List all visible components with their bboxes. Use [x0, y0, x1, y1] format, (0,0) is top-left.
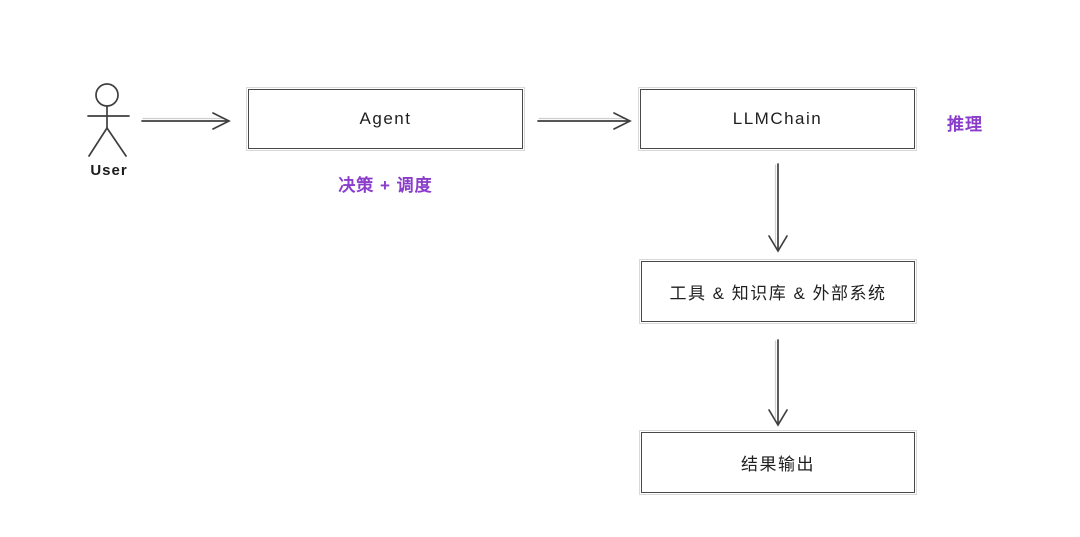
annotation-reasoning: 推理 — [947, 115, 983, 134]
node-agent-label: Agent — [359, 109, 412, 128]
user-actor-icon — [87, 83, 130, 157]
node-llmchain-label: LLMChain — [732, 109, 823, 128]
arrow-user-to-agent — [141, 112, 231, 130]
node-result-output: 结果输出 — [639, 430, 917, 495]
annotation-decision-scheduling: 决策 + 调度 — [338, 176, 433, 195]
node-tools-knowledge-external-label: 工具 & 知识库 & 外部系统 — [669, 284, 887, 303]
node-agent: Agent — [246, 87, 525, 151]
arrow-llmchain-to-tools — [768, 163, 788, 253]
node-tools-knowledge-external: 工具 & 知识库 & 外部系统 — [639, 259, 917, 324]
node-llmchain: LLMChain — [638, 87, 917, 151]
node-result-output-label: 结果输出 — [741, 455, 815, 474]
arrow-tools-to-output — [768, 339, 788, 427]
arrow-agent-to-llmchain — [537, 112, 632, 130]
user-actor-label: User — [90, 162, 128, 179]
